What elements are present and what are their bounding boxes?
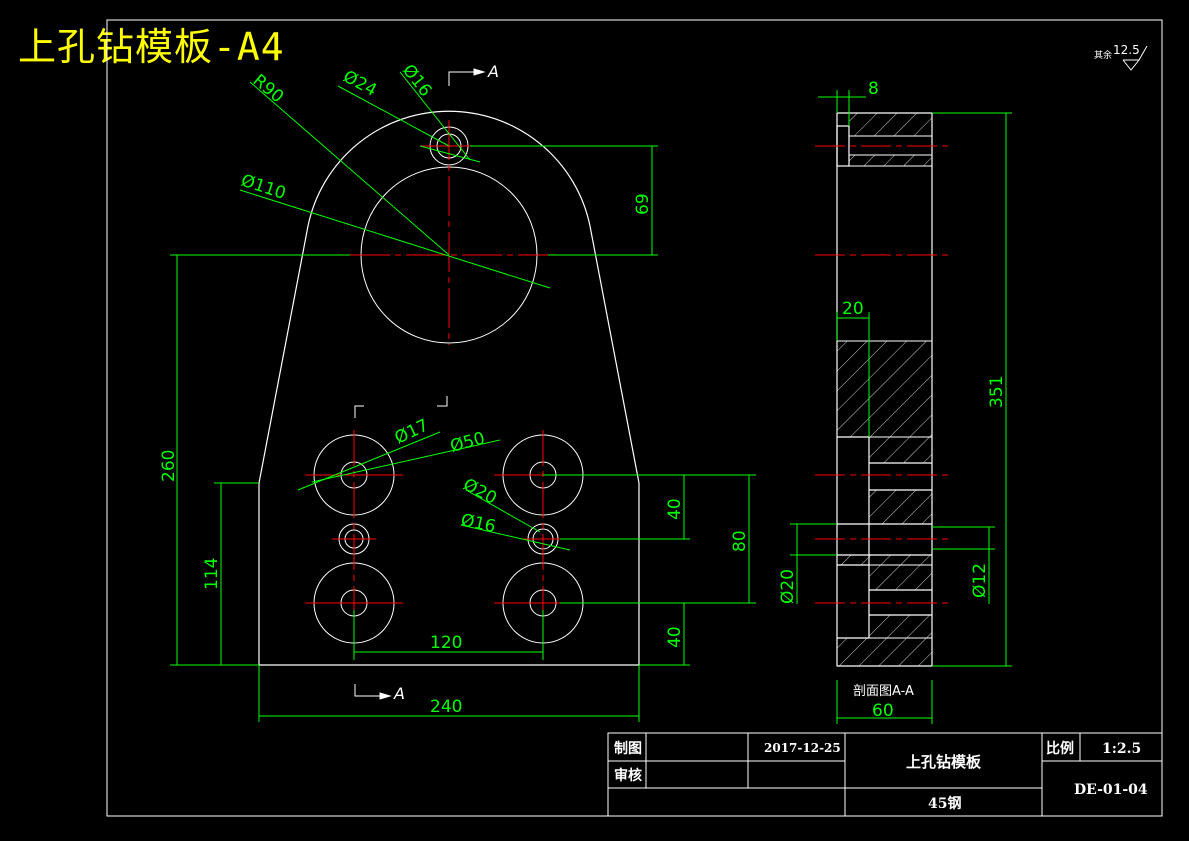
section-cut-mid bbox=[354, 405, 364, 418]
section-letter-top: A bbox=[487, 62, 499, 81]
dim-40-bottom: 40 bbox=[665, 626, 685, 648]
drawn-label: 制图 bbox=[614, 740, 642, 757]
dim-260: 260 bbox=[159, 450, 179, 482]
drawn-date: 2017-12-25 bbox=[764, 741, 841, 755]
drawing-number: DE-01-04 bbox=[1074, 782, 1148, 798]
title-block bbox=[607, 732, 1163, 817]
dim-351: 351 bbox=[987, 376, 1007, 408]
dim-d24: Ø24 bbox=[340, 67, 380, 101]
plate-outline bbox=[258, 110, 640, 666]
section-marker-top bbox=[448, 68, 486, 86]
dim-40-top: 40 bbox=[665, 498, 685, 520]
section-dimensions bbox=[790, 90, 1012, 724]
roughness-value: 12.5 bbox=[1113, 43, 1140, 57]
dim-d16-top: Ø16 bbox=[398, 61, 435, 101]
scale-value: 1:2.5 bbox=[1102, 741, 1141, 757]
section-cut-mid-r bbox=[437, 396, 448, 407]
section-caption: 剖面图A-A bbox=[853, 684, 914, 699]
dim-d16-mid: Ø16 bbox=[459, 510, 497, 537]
front-view: A A bbox=[159, 61, 756, 722]
front-centerlines bbox=[305, 120, 592, 650]
checked-label: 审核 bbox=[614, 767, 642, 784]
dim-r90: R90 bbox=[249, 71, 287, 108]
section-outline bbox=[836, 112, 933, 667]
dim-80: 80 bbox=[730, 530, 750, 552]
drawing-title: 上孔钻模板-A4 bbox=[18, 25, 285, 69]
part-name: 上孔钻模板 bbox=[906, 753, 982, 771]
section-hatching bbox=[836, 112, 933, 667]
dim-8: 8 bbox=[868, 79, 879, 99]
dim-d12: Ø12 bbox=[970, 563, 990, 598]
material: 45钢 bbox=[928, 795, 961, 812]
dim-20-width: 20 bbox=[842, 299, 864, 319]
drawing-border bbox=[106, 19, 1163, 817]
section-view: 8 20 351 Ø20 Ø12 60 剖面图A-A bbox=[778, 79, 1012, 724]
scale-label: 比例 bbox=[1046, 740, 1074, 757]
dim-60: 60 bbox=[872, 701, 894, 721]
front-dimensions bbox=[170, 71, 756, 722]
section-centerlines bbox=[815, 145, 948, 604]
dim-114: 114 bbox=[202, 558, 222, 590]
roughness-symbol: 其余 12.5 bbox=[1094, 43, 1148, 71]
roughness-note: 其余 bbox=[1094, 49, 1112, 61]
dim-120: 120 bbox=[430, 633, 462, 653]
dim-d20: Ø20 bbox=[460, 475, 500, 509]
dim-d50: Ø50 bbox=[448, 428, 487, 456]
dim-69: 69 bbox=[633, 193, 653, 215]
section-marker-bottom bbox=[354, 684, 392, 700]
dim-d110: Ø110 bbox=[238, 171, 288, 204]
dim-240: 240 bbox=[430, 697, 462, 717]
section-letter-bottom: A bbox=[393, 684, 405, 703]
dim-d20-section: Ø20 bbox=[778, 569, 798, 604]
